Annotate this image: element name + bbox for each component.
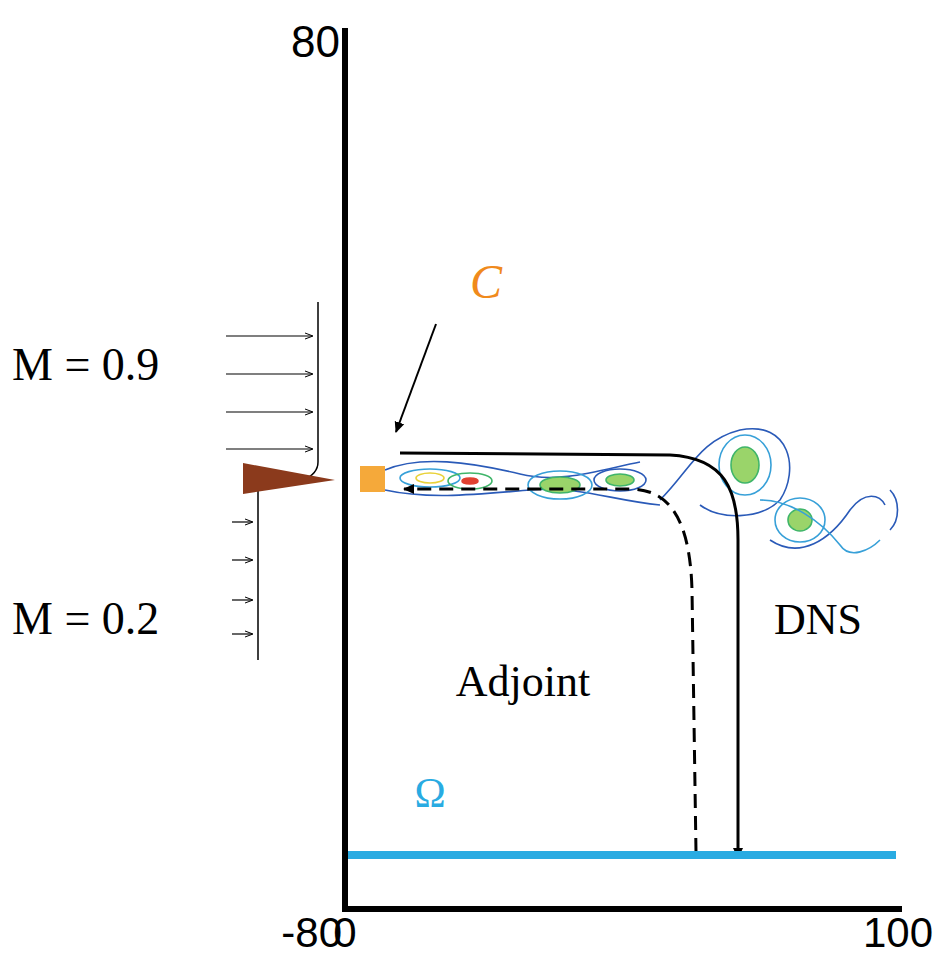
callout-leader — [396, 324, 436, 432]
y-axis — [342, 28, 348, 912]
axis-tick: -80 — [281, 912, 342, 954]
splitter-plate — [243, 463, 335, 494]
control-label: C — [470, 258, 502, 306]
axis-tick: 100 — [863, 912, 933, 954]
target-line — [348, 851, 896, 859]
adjoint-path — [404, 489, 696, 852]
dns-path — [400, 453, 738, 858]
axis-tick: 0 — [333, 912, 356, 954]
path-label: DNS — [774, 598, 862, 642]
x-axis — [342, 906, 902, 912]
path-label: Adjoint — [456, 660, 590, 704]
mach-label: M = 0.2 — [12, 596, 159, 642]
target-label: Ω — [414, 772, 445, 814]
mach-label: M = 0.9 — [12, 342, 159, 388]
control-region — [360, 466, 385, 492]
axis-tick: 80 — [291, 20, 340, 64]
